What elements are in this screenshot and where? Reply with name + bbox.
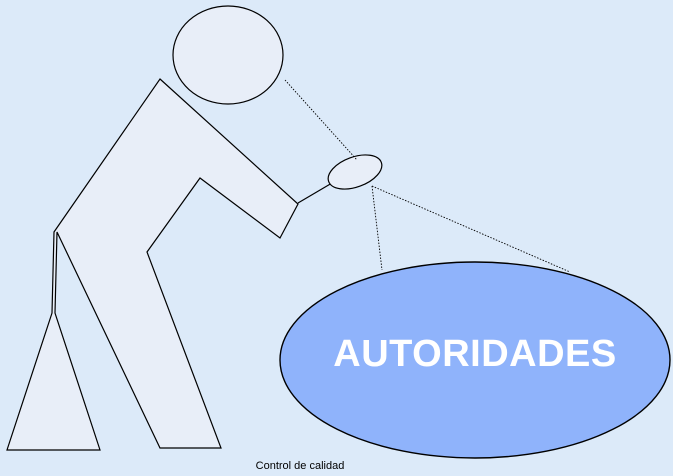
ellipse-label: AUTORIDADES [300,333,650,376]
person-figure-icon [7,79,298,450]
sight-line-eye [285,80,357,160]
sight-line-left [372,186,382,270]
magnifying-glass-icon [324,148,387,195]
caption: Control de calidad [200,460,400,472]
sight-line-right [372,186,570,272]
person-head [173,6,283,104]
magnifier-handle [298,183,332,203]
